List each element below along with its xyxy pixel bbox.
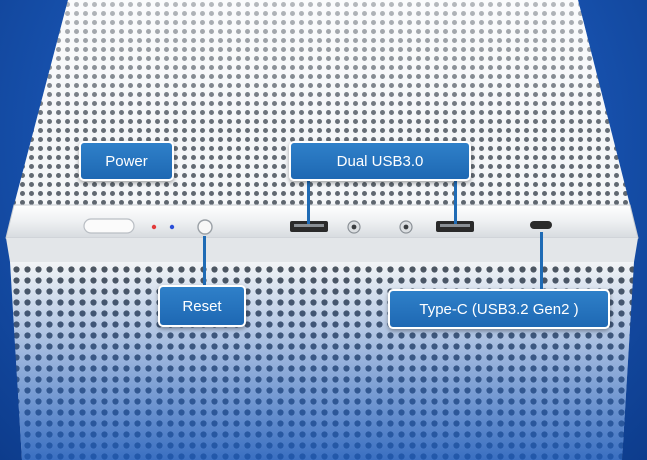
type-c-port — [530, 221, 552, 229]
power-button-shape — [83, 218, 135, 234]
power-callout: Power — [79, 141, 174, 181]
type-c-callout: Type-C (USB3.2 Gen2 ) — [388, 289, 610, 329]
connector-type-c — [540, 232, 543, 290]
led-red — [151, 224, 157, 230]
led-blue — [169, 224, 175, 230]
reset-callout: Reset — [158, 285, 246, 327]
connector-usb-right — [454, 178, 457, 224]
reset-button-shape — [197, 219, 213, 235]
io-strip-lip — [6, 238, 638, 262]
connector-reset — [203, 236, 206, 286]
dual-usb-callout: Dual USB3.0 — [289, 141, 471, 181]
connector-usb-left — [307, 178, 310, 224]
